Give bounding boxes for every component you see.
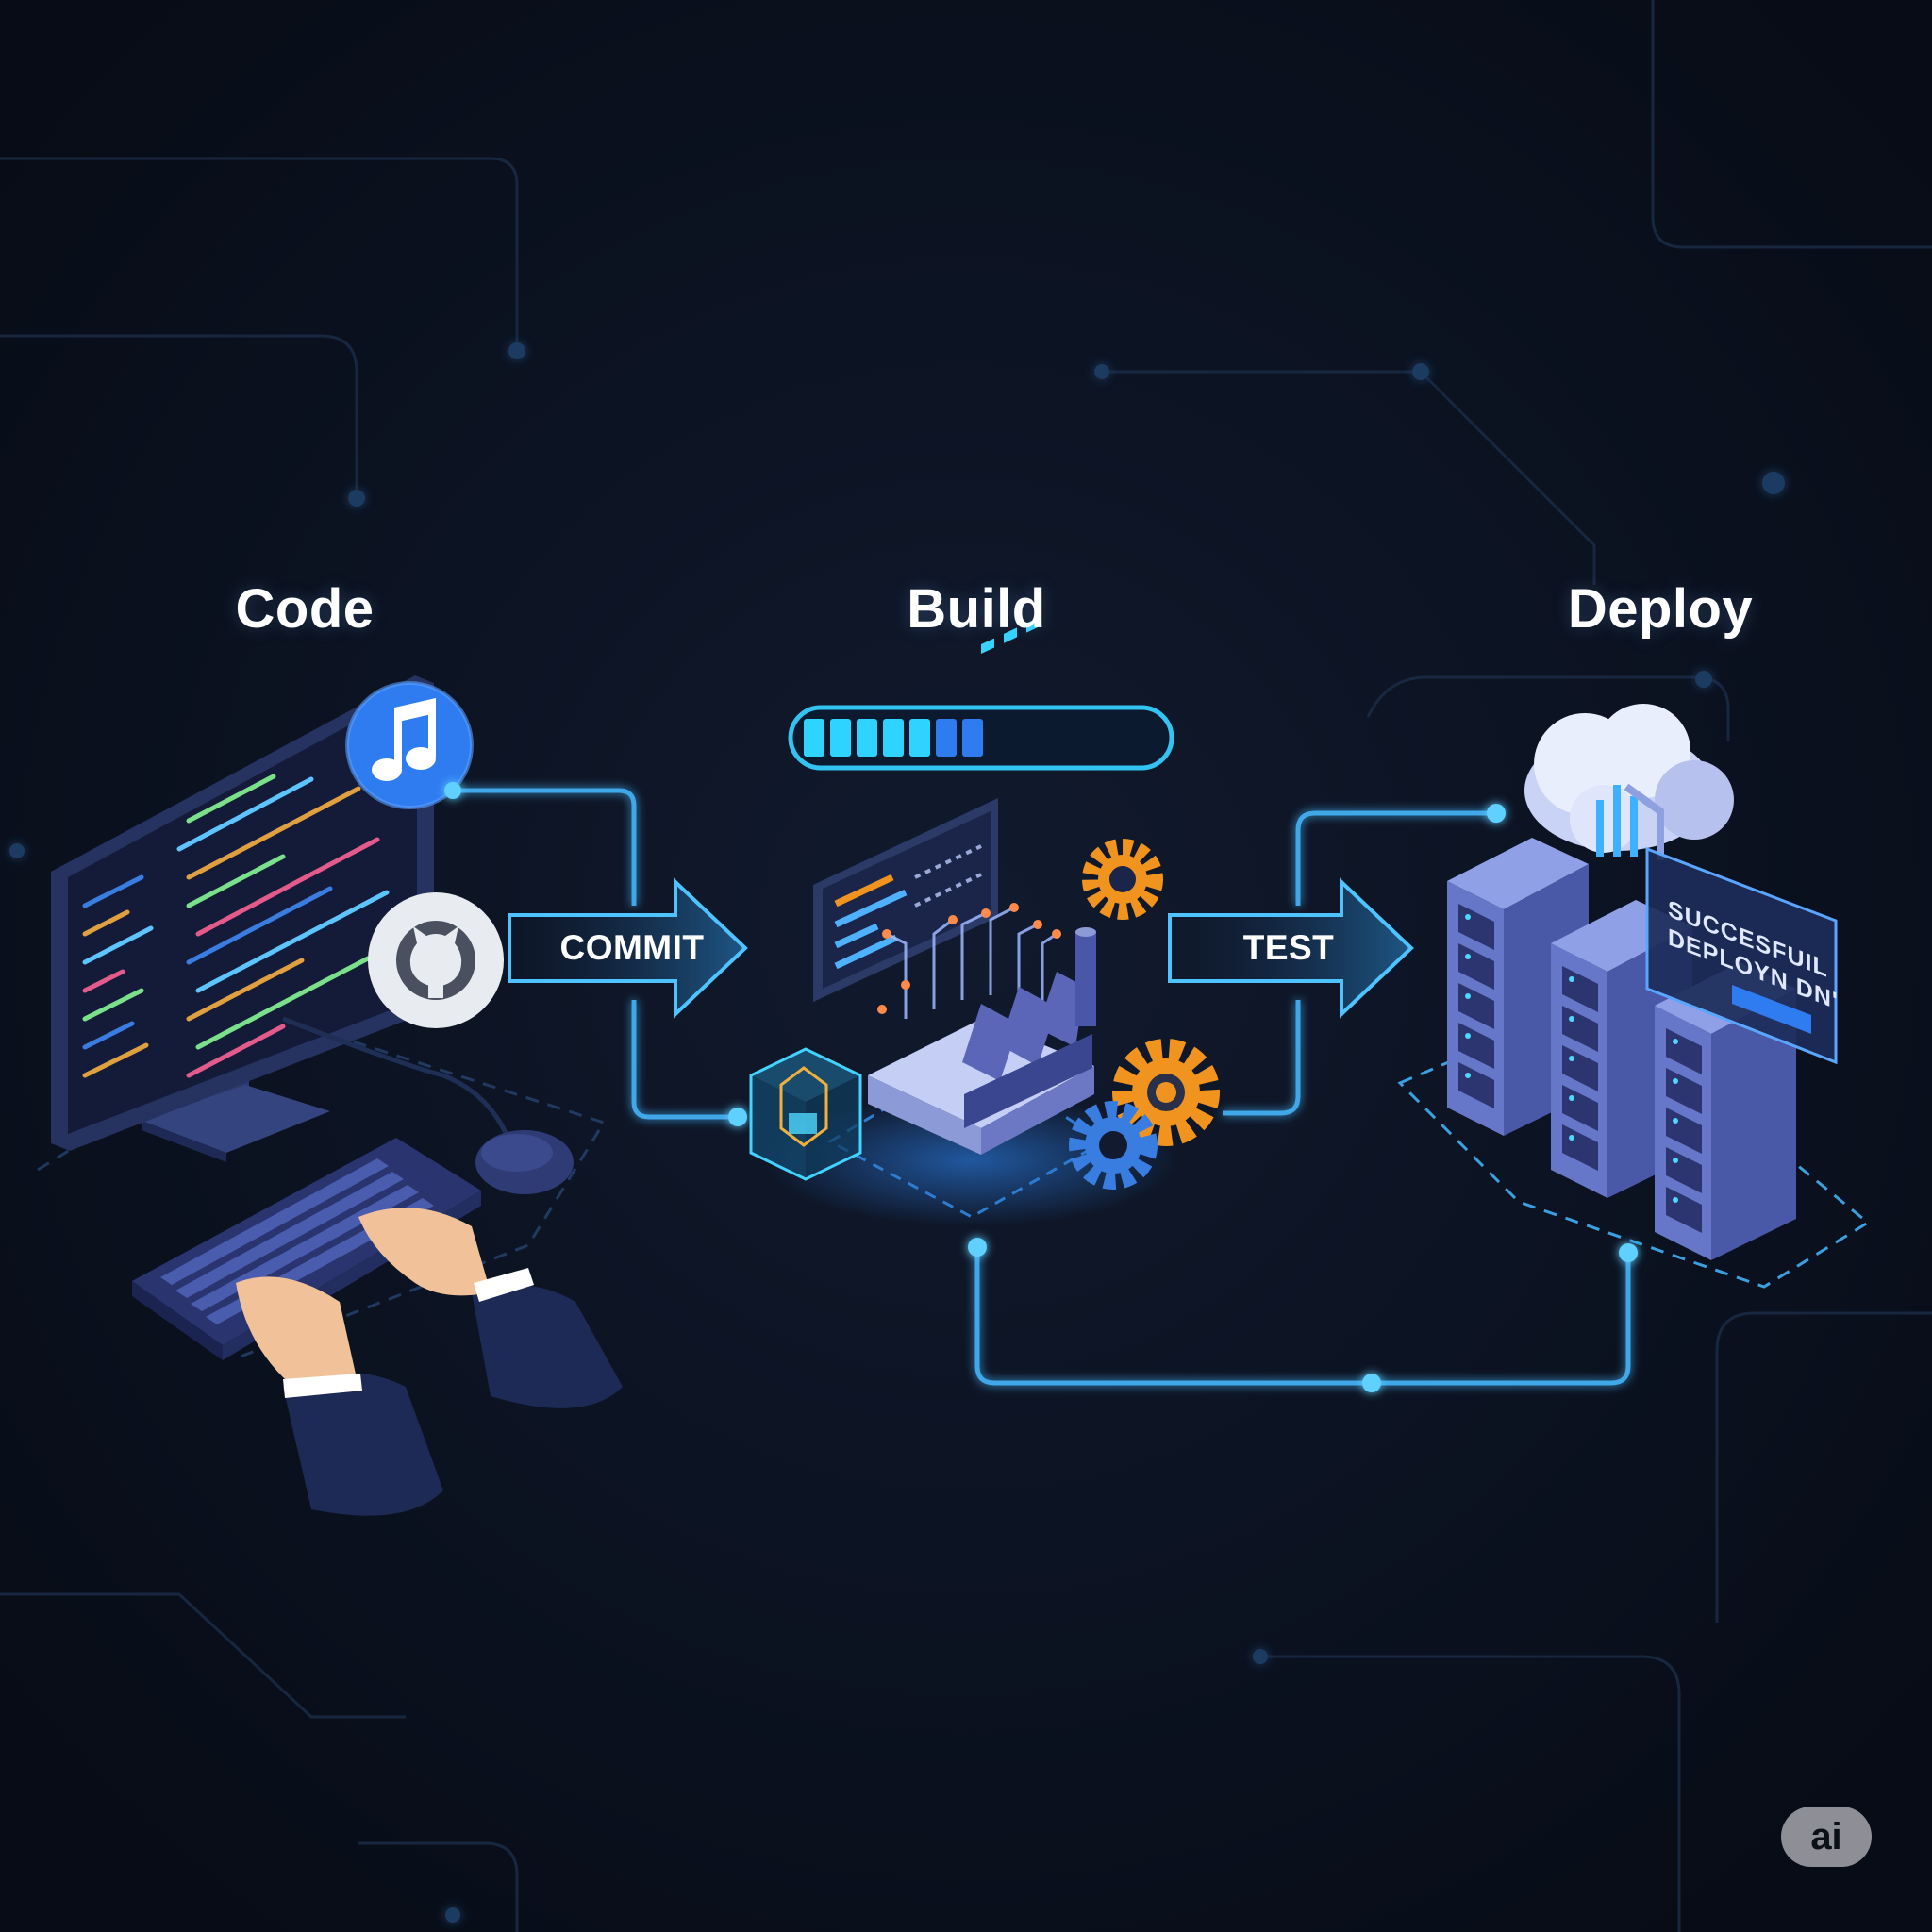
commit-arrow-label: COMMIT — [559, 928, 705, 967]
monitor — [51, 675, 434, 1162]
ai-badge: ai — [1781, 1807, 1872, 1867]
stage-title-deploy: Deploy — [1567, 578, 1754, 640]
stage-title-code: Code — [235, 578, 375, 640]
stage-title-build: Build — [907, 578, 1046, 640]
test-arrow-label: TEST — [1242, 928, 1335, 967]
hands — [236, 1208, 623, 1516]
